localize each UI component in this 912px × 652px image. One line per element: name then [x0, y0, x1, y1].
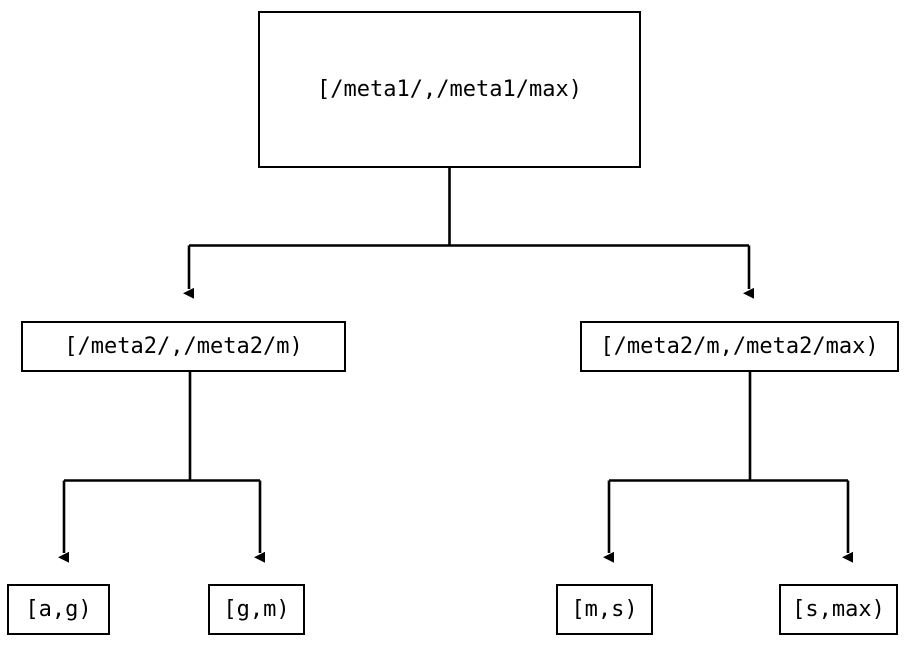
node-mid-right-label: [/meta2/m,/meta2/max): [600, 333, 879, 359]
node-mid-left-label: [/meta2/,/meta2/m): [64, 333, 303, 359]
node-leaf-a-g[interactable]: [a,g): [7, 584, 110, 635]
node-mid-right[interactable]: [/meta2/m,/meta2/max): [580, 321, 899, 372]
node-root-label: [/meta1/,/meta1/max): [317, 76, 582, 102]
node-root[interactable]: [/meta1/,/meta1/max): [258, 11, 641, 168]
node-leaf-m-s-label: [m,s): [571, 596, 638, 622]
node-mid-left[interactable]: [/meta2/,/meta2/m): [21, 321, 346, 372]
node-leaf-m-s[interactable]: [m,s): [556, 584, 653, 635]
node-leaf-a-g-label: [a,g): [25, 596, 92, 622]
node-leaf-g-m-label: [g,m): [223, 596, 290, 622]
node-leaf-s-max[interactable]: [s,max): [779, 584, 898, 635]
node-leaf-s-max-label: [s,max): [792, 596, 885, 622]
node-leaf-g-m[interactable]: [g,m): [208, 584, 305, 635]
